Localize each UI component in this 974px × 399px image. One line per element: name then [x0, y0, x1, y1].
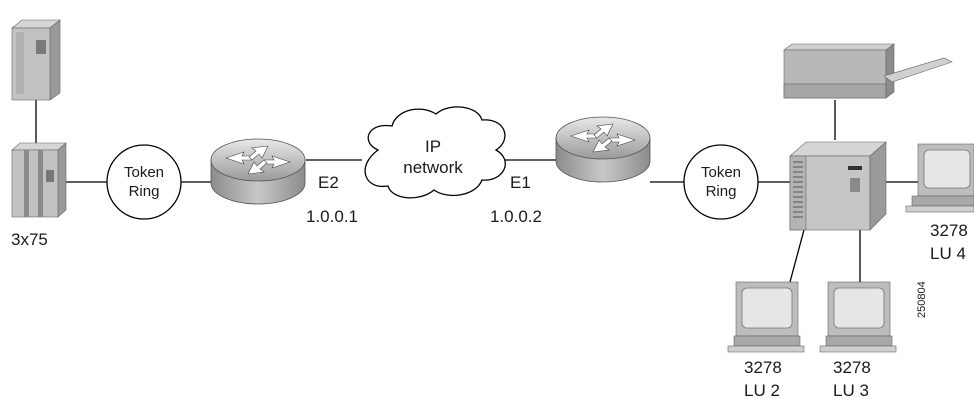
router-right-icon — [555, 116, 651, 183]
figure-id: 250804 — [916, 281, 928, 318]
interface-e1-label: E1 — [510, 173, 531, 192]
interface-e2-label: E2 — [318, 173, 339, 192]
front-end-processor-icon — [11, 142, 67, 218]
cloud-line1: IP — [425, 137, 441, 156]
host-label: 3x75 — [11, 230, 48, 249]
printer-icon — [783, 43, 953, 99]
lu4-line2: LU 4 — [930, 244, 966, 263]
lu3-line2: LU 3 — [833, 381, 869, 399]
ip-network-cloud: IP network — [364, 106, 506, 199]
ip-left-label: 1.0.0.1 — [306, 207, 358, 226]
lu3-line1: 3278 — [833, 358, 871, 377]
token-ring-left: Token Ring — [106, 144, 182, 220]
token-ring-left-line2: Ring — [129, 183, 160, 200]
terminal-lu3-icon — [819, 281, 897, 353]
token-ring-left-line1: Token — [124, 164, 164, 181]
terminal-lu2-icon — [727, 281, 805, 353]
mainframe-icon — [11, 19, 61, 101]
ip-right-label: 1.0.0.2 — [490, 207, 542, 226]
router-left-icon — [210, 138, 306, 205]
lu4-line1: 3278 — [930, 221, 968, 240]
token-ring-right: Token Ring — [683, 144, 759, 220]
lu2-line1: 3278 — [744, 358, 782, 377]
terminal-lu4-icon — [905, 143, 974, 213]
token-ring-right-line2: Ring — [706, 183, 737, 200]
cluster-controller-icon — [789, 141, 887, 231]
lu2-line2: LU 2 — [744, 381, 780, 399]
token-ring-right-line1: Token — [701, 164, 741, 181]
cloud-line2: network — [403, 158, 463, 177]
